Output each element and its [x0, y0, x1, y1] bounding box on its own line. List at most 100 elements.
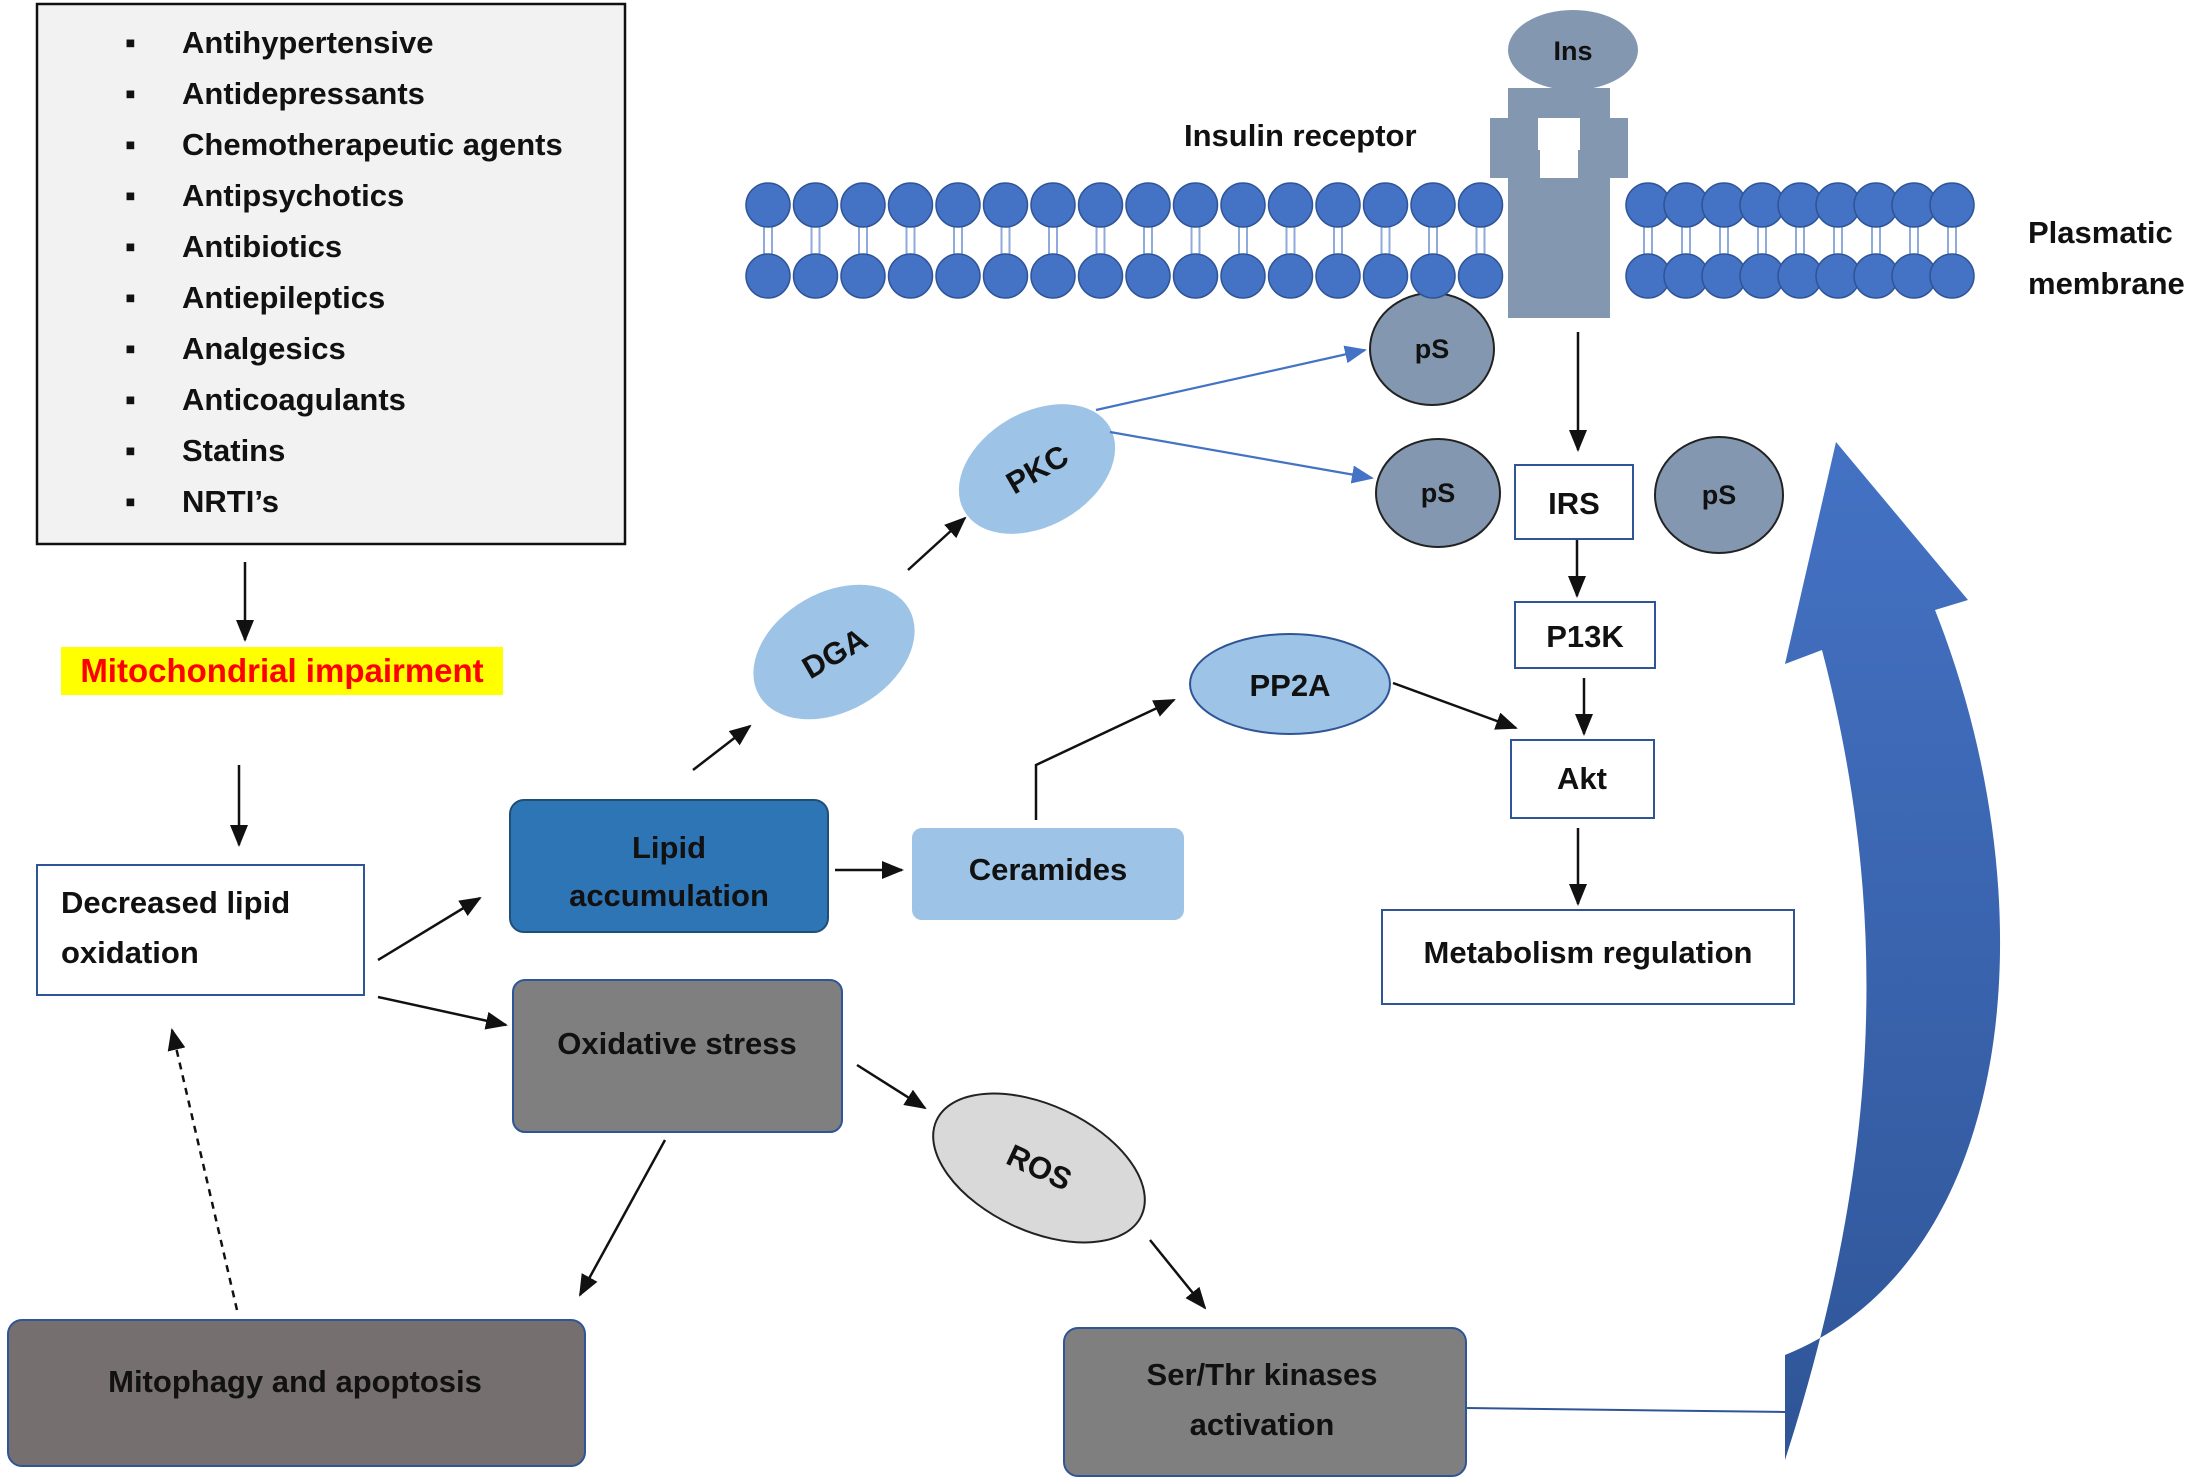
curved-feedback-arrow	[1785, 442, 2001, 1460]
irs-box	[1514, 464, 1634, 540]
irs-label: IRS	[1548, 486, 1600, 521]
insulin-receptor-label: Insulin receptor	[1184, 118, 1417, 153]
connector-serthr-to-curve	[1465, 1407, 1786, 1413]
akt-box	[1510, 739, 1655, 819]
ser-thr-box	[1063, 1327, 1467, 1477]
lipid-head	[1410, 182, 1456, 228]
metabolism-label: Metabolism regulation	[1424, 935, 1753, 970]
plasmatic-label-2: membrane	[2028, 266, 2185, 301]
lipid-head	[1125, 253, 1171, 299]
ser-thr-label-1: Ser/Thr kinases	[1147, 1357, 1378, 1392]
lipid-head	[887, 182, 934, 228]
arrow-pp2a-to-akt	[1392, 681, 1518, 730]
metabolism-box	[1381, 909, 1795, 1005]
drug-list-bullet: ▪	[125, 382, 136, 417]
lipid-head	[1077, 182, 1124, 228]
drug-list-bullet: ▪	[125, 127, 136, 162]
arrow-pkc-to-ps-middle	[1109, 430, 1374, 484]
ps-circle-middle: pS	[1375, 438, 1501, 548]
lipid-head	[1077, 253, 1124, 299]
mito-impairment-label: Mitochondrial impairment	[80, 652, 483, 689]
plasmatic-membrane	[745, 182, 1975, 299]
lipid-head	[1267, 182, 1314, 228]
lipid-head	[1030, 182, 1076, 228]
dga-ellipse: DGA	[752, 583, 916, 721]
lipid-accumulation-label-2: accumulation	[569, 878, 769, 913]
lipid-head	[935, 182, 981, 228]
decreased-lipid-box	[36, 864, 365, 996]
drug-list-item: NRTI’s	[182, 484, 279, 519]
pkc-ellipse: PKC	[958, 404, 1116, 534]
arrow-decreased-to-oxidative	[377, 995, 508, 1030]
ceramides-box	[912, 828, 1184, 920]
ins-label: Ins	[1553, 36, 1592, 66]
arrow-decreased-to-lipid	[377, 896, 482, 962]
ps-right-label: pS	[1702, 480, 1737, 510]
pp2a-ellipse	[1189, 633, 1391, 735]
drug-list-item: Analgesics	[182, 331, 346, 366]
arrow-mitophagy-feedback	[167, 1028, 239, 1311]
lipid-head	[1172, 253, 1219, 299]
lipid-head	[1030, 253, 1076, 299]
lipid-head	[887, 253, 934, 299]
lipid-accumulation-box	[509, 799, 829, 933]
p13k-label: P13K	[1546, 619, 1624, 654]
arrow-dga-to-pkc	[907, 516, 967, 571]
decreased-lipid-label-2: oxidation	[61, 935, 199, 970]
decreased-lipid-label-1: Decreased lipid	[61, 885, 290, 920]
arrow-lipid-to-dga	[692, 724, 752, 771]
lipid-head	[1457, 253, 1504, 299]
lipid-head	[792, 253, 839, 299]
ps-circle-top: pS	[1369, 292, 1495, 406]
lipid-head	[1315, 253, 1361, 299]
drug-list-bullet: ▪	[125, 484, 136, 519]
ros-ellipse: ROS	[932, 1092, 1146, 1244]
lipid-head	[840, 182, 886, 228]
insulin-molecule	[1508, 10, 1638, 90]
ps-top-label: pS	[1415, 334, 1450, 364]
drug-list-bullet: ▪	[125, 229, 136, 264]
ser-thr-label-2: activation	[1190, 1407, 1335, 1442]
lipid-head	[982, 182, 1029, 228]
arrow-ceramides-to-pp2a	[1034, 698, 1176, 820]
ceramides-label: Ceramides	[969, 852, 1128, 887]
lipid-head	[1315, 182, 1361, 228]
mitophagy-label: Mitophagy and apoptosis	[108, 1364, 482, 1399]
p13k-box	[1514, 601, 1656, 669]
drug-list-bullet: ▪	[125, 25, 136, 60]
lipid-head	[935, 253, 981, 299]
arrow-oxidative-to-mitophagy	[578, 1139, 667, 1297]
drug-list-bullet: ▪	[125, 178, 136, 213]
drug-list-bullet: ▪	[125, 331, 136, 366]
lipid-head	[792, 182, 839, 228]
lipid-head	[1929, 182, 1975, 228]
lipid-head	[1267, 253, 1314, 299]
plasmatic-label-1: Plasmatic	[2028, 215, 2173, 250]
drug-list-bullet: ▪	[125, 433, 136, 468]
drug-list-item: Antibiotics	[182, 229, 342, 264]
arrow-oxidative-to-ros	[856, 1063, 927, 1110]
lipid-head	[840, 253, 886, 299]
drug-list-item: Antihypertensive	[182, 25, 434, 60]
drug-list-items: ▪ Antihypertensive ▪ Antidepressants ▪ Chemot…	[125, 25, 563, 519]
drug-list-bullet: ▪	[125, 280, 136, 315]
akt-label: Akt	[1557, 761, 1607, 796]
drug-list-item: Chemotherapeutic agents	[182, 127, 563, 162]
lipid-head	[1457, 182, 1504, 228]
drug-list-item: Statins	[182, 433, 285, 468]
lipid-head	[982, 253, 1029, 299]
lipid-head	[745, 182, 791, 228]
drug-list-item: Antidepressants	[182, 76, 425, 111]
insulin-receptor	[1490, 88, 1628, 318]
lipid-head	[745, 253, 791, 299]
lipid-head	[1220, 253, 1266, 299]
mito-impairment-highlight	[61, 647, 503, 695]
ps-middle-label: pS	[1421, 478, 1456, 508]
ps-circle-right: pS	[1654, 436, 1784, 554]
mitophagy-box	[7, 1319, 586, 1467]
lipid-head	[1410, 253, 1456, 299]
drug-list-bullet: ▪	[125, 76, 136, 111]
lipid-head	[1125, 182, 1171, 228]
lipid-head	[1220, 182, 1266, 228]
